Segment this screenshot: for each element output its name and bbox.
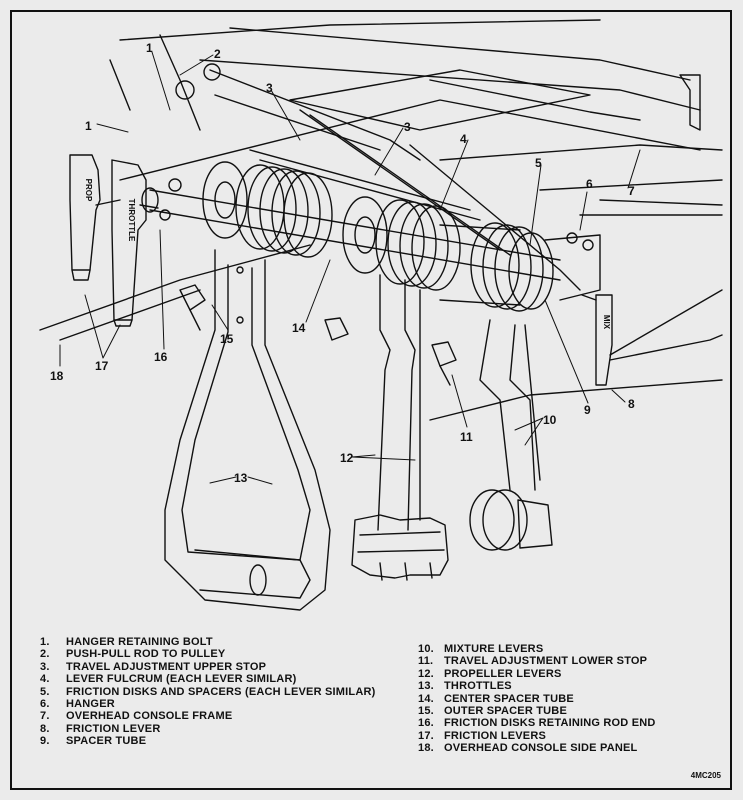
callout-12: 12	[340, 451, 354, 465]
legend-item-text: OVERHEAD CONSOLE FRAME	[66, 710, 233, 723]
legend-item: 2. PUSH-PULL ROD TO PULLEY	[40, 648, 375, 660]
friction-hub-assembly	[141, 161, 601, 312]
throttle-knob-label: THROTTLE	[127, 199, 136, 242]
legend-item: 10. MIXTURE LEVERS	[418, 643, 656, 655]
legend-item-text: TRAVEL ADJUSTMENT UPPER STOP	[66, 660, 267, 673]
throttle-quadrant-drawing: PROP THROTTLE MIX 1 1 2 3 3 4 5 6 7 8 9 …	[39, 19, 723, 611]
mixture-friction-knob	[581, 294, 613, 386]
legend-item: 13. THROTTLES	[418, 680, 656, 692]
legend-item: 15. OUTER SPACER TUBE	[418, 705, 656, 717]
callout-10: 10	[543, 413, 557, 427]
callout-18: 18	[50, 369, 64, 383]
legend-item: 3. TRAVEL ADJUSTMENT UPPER STOP	[40, 661, 375, 673]
callout-5: 5	[535, 156, 542, 170]
legend-item-text: SPACER TUBE	[66, 735, 147, 748]
legend-item-number: 10.	[418, 643, 434, 655]
callout-1-left: 1	[85, 119, 92, 133]
legend-item-text: FRICTION LEVER	[66, 722, 161, 735]
callout-3-left: 3	[266, 81, 273, 95]
callout-13: 13	[234, 471, 248, 485]
callout-4: 4	[460, 132, 467, 146]
legend-item-text: FRICTION DISKS AND SPACERS (EACH LEVER S…	[66, 685, 376, 698]
legend-item: 9. SPACER TUBE	[40, 735, 375, 747]
legend-item-text: CENTER SPACER TUBE	[444, 692, 574, 705]
legend-item-text: OUTER SPACER TUBE	[444, 705, 567, 718]
callout-8: 8	[628, 397, 635, 411]
legend-item-number: 1.	[40, 636, 50, 648]
callout-2: 2	[214, 47, 221, 61]
prop-knob-label: PROP	[84, 179, 93, 202]
legend-item: 12. PROPELLER LEVERS	[418, 668, 656, 680]
propeller-lever	[351, 274, 449, 581]
legend-item: 18. OVERHEAD CONSOLE SIDE PANEL	[418, 742, 656, 754]
callout-1-top: 1	[146, 41, 153, 55]
legend-item: 7. OVERHEAD CONSOLE FRAME	[40, 710, 375, 722]
legend-item: 1. HANGER RETAINING BOLT	[40, 636, 375, 648]
legend-item-number: 5.	[40, 685, 50, 698]
figure-id: 4MC205	[690, 771, 721, 780]
legend-item-number: 16.	[418, 717, 434, 730]
legend-item-number: 14.	[418, 692, 434, 705]
legend-item: 16. FRICTION DISKS RETAINING ROD END	[418, 717, 656, 729]
throttle-lever	[164, 249, 331, 611]
legend-item-number: 12.	[418, 667, 434, 680]
legend-item-number: 2.	[40, 648, 50, 661]
legend-item-text: FRICTION LEVERS	[444, 729, 547, 742]
legend-item-number: 18.	[418, 742, 434, 755]
callout-15: 15	[220, 332, 234, 346]
legend-item: 17. FRICTION LEVERS	[418, 730, 656, 742]
legend-item-number: 17.	[418, 729, 434, 742]
legend-item: 14. CENTER SPACER TUBE	[418, 693, 656, 705]
callout-6: 6	[586, 177, 593, 191]
legend-item-text: LEVER FULCRUM (EACH LEVER SIMILAR)	[66, 673, 297, 686]
legend-right: 10. MIXTURE LEVERS 11. TRAVEL ADJUSTMENT LO…	[418, 643, 656, 755]
callout-9: 9	[584, 403, 591, 417]
legend-item: 11. TRAVEL ADJUSTMENT LOWER STOP	[418, 655, 656, 667]
legend-item-text: PROPELLER LEVERS	[444, 667, 562, 680]
legend-item-number: 3.	[40, 660, 50, 673]
legend-item-number: 15.	[418, 705, 434, 718]
travel-adjustment-lower-stops	[179, 284, 457, 386]
legend-item-number: 9.	[40, 735, 50, 748]
legend-item-text: MIXTURE LEVERS	[444, 643, 544, 655]
legend-item-number: 7.	[40, 710, 50, 723]
figure-border	[10, 10, 732, 790]
prop-friction-knob	[69, 154, 121, 281]
callout-16: 16	[154, 350, 168, 364]
mixture-lever	[469, 319, 553, 551]
callout-numbers: 1 1 2 3 3 4 5 6 7 8 9 10 11 12 13 14 15 …	[50, 41, 635, 485]
legend-left: 1. HANGER RETAINING BOLT 2. PUSH-PULL ROD T…	[40, 636, 375, 748]
legend-item-text: THROTTLES	[444, 680, 512, 693]
legend-item-text: FRICTION DISKS RETAINING ROD END	[444, 717, 656, 730]
legend-item-text: PUSH-PULL ROD TO PULLEY	[66, 648, 226, 661]
legend-item-text: HANGER RETAINING BOLT	[66, 636, 213, 648]
throttle-friction-knob	[111, 159, 159, 327]
legend-item: 6. HANGER	[40, 698, 375, 710]
legend-item-number: 13.	[418, 680, 434, 693]
callout-14: 14	[292, 321, 306, 335]
legend-item: 8. FRICTION LEVER	[40, 723, 375, 735]
overhead-console-frame	[39, 19, 723, 421]
mix-knob-label: MIX	[602, 315, 611, 330]
legend-item-number: 8.	[40, 722, 50, 735]
legend-item-number: 11.	[418, 655, 434, 668]
callout-3-right: 3	[404, 120, 411, 134]
legend-item-text: OVERHEAD CONSOLE SIDE PANEL	[444, 742, 638, 755]
legend-item: 4. LEVER FULCRUM (EACH LEVER SIMILAR)	[40, 673, 375, 685]
legend-item-number: 6.	[40, 698, 50, 711]
callout-leaders	[59, 51, 641, 485]
legend-item-text: TRAVEL ADJUSTMENT LOWER STOP	[444, 655, 648, 668]
callout-7: 7	[628, 184, 635, 198]
legend-item: 5. FRICTION DISKS AND SPACERS (EACH LEVER…	[40, 686, 375, 698]
legend-item-number: 4.	[40, 673, 50, 686]
callout-11: 11	[460, 430, 473, 444]
callout-17: 17	[95, 359, 109, 373]
legend-item-text: HANGER	[66, 698, 115, 711]
